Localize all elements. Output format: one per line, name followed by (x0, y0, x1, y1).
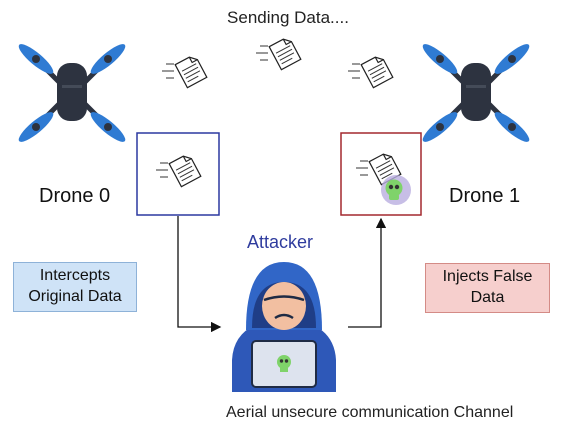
attacker-label: Attacker (247, 232, 314, 252)
drone-0-icon (15, 40, 128, 145)
drone-1-label: Drone 1 (449, 185, 521, 207)
data-document-icon (347, 53, 394, 89)
data-document-icon (161, 53, 208, 89)
intercept-arrow (177, 216, 222, 333)
injects-note: Injects False Data (425, 263, 550, 313)
diagram-title: Sending Data.... (227, 8, 349, 27)
drone-0-label: Drone 0 (39, 185, 111, 207)
injects-note-line: Data (470, 289, 505, 306)
channel-label: Aerial unsecure communication Channel (226, 404, 514, 421)
skull-icon (381, 175, 411, 205)
intercepts-note-line: Original Data (28, 288, 122, 305)
data-document-icon (255, 35, 302, 71)
intercepts-note-line: Intercepts (39, 267, 111, 284)
attacker-icon (232, 262, 336, 392)
injects-note-line: Injects False (442, 268, 533, 285)
inject-arrow (348, 217, 387, 328)
drone-1-icon (419, 40, 532, 145)
intercepts-note: Intercepts Original Data (13, 262, 137, 312)
